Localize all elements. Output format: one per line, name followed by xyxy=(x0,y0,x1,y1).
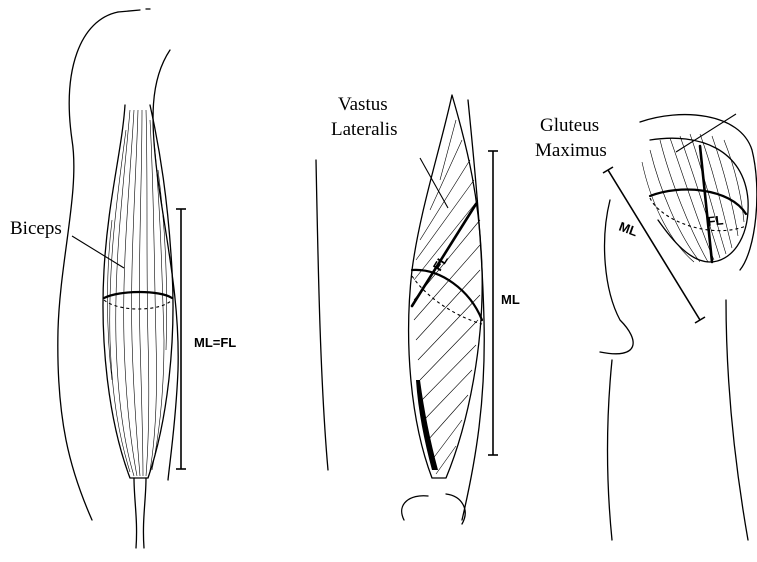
gluteus-fiber-line xyxy=(700,146,712,262)
gluteus-measure-label: ML xyxy=(617,219,640,240)
thigh-left-edge xyxy=(316,160,328,470)
arm-shoulder-line xyxy=(118,9,150,12)
gluteus-pointer xyxy=(676,114,736,152)
vastus-cross-section xyxy=(412,270,482,320)
gluteus-cross-section xyxy=(650,190,746,214)
biceps-measure-label: ML=FL xyxy=(194,335,236,350)
biceps-pointer xyxy=(72,236,124,268)
biceps-tendon xyxy=(134,478,146,548)
knee-outline xyxy=(402,494,465,524)
biceps-label: Biceps xyxy=(10,218,62,239)
vastus-label-line2: Lateralis xyxy=(331,119,397,140)
gluteus-fiber-label: FL xyxy=(707,212,724,229)
biceps-cross-section xyxy=(104,292,172,298)
gluteus-panel: FL Gluteus Maximus ML xyxy=(535,114,757,540)
vastus-panel: FL Vastus Lateralis ML xyxy=(316,94,520,524)
vastus-measure-label: ML xyxy=(501,292,520,307)
gluteus-length-bar-top xyxy=(603,167,613,173)
arm-outline xyxy=(58,12,118,520)
biceps-panel: Biceps ML=FL xyxy=(10,9,236,548)
gluteus-label-line2: Maximus xyxy=(535,140,607,161)
gluteus-label-line1: Gluteus xyxy=(540,115,599,136)
arm-outline-right xyxy=(153,50,178,480)
gluteus-length-bar xyxy=(608,170,700,320)
leg-outline xyxy=(608,300,749,540)
biceps-cross-section-back xyxy=(104,300,172,309)
gluteus-length-bar-bottom xyxy=(695,317,705,323)
vastus-label-line1: Vastus xyxy=(338,94,388,115)
